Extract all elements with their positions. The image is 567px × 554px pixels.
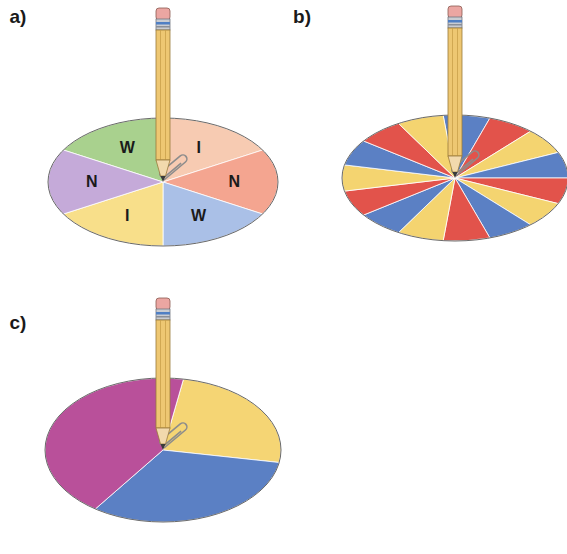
sector-letter: N	[86, 174, 98, 190]
spinner-sector	[399, 115, 456, 178]
sector-letter: N	[229, 174, 241, 190]
spinner-sector	[163, 182, 263, 246]
sector-letter: I	[125, 208, 129, 224]
sector-letter: W	[191, 208, 206, 224]
sector-letter: I	[196, 140, 200, 156]
pencil	[156, 8, 170, 182]
part-letter: a)	[10, 7, 27, 26]
part-letter: b)	[293, 7, 311, 26]
spinner-sector	[163, 379, 281, 462]
pencil	[448, 6, 462, 178]
pencil	[156, 298, 170, 450]
part-letter: c)	[10, 313, 27, 332]
spinner-sector	[48, 150, 163, 214]
sector-letter: W	[120, 140, 135, 156]
spinner-sector	[455, 152, 567, 178]
